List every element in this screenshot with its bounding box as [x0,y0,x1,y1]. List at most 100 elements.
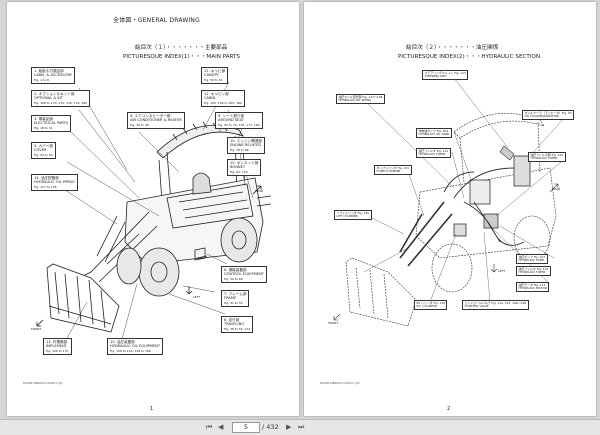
box-en-label: COVER [34,148,47,153]
box-fig-ref: Fig. 1 to 8 [34,77,49,82]
control-equipment-box[interactable]: 6. 操縦装置部 CONTROL EQUIPMENT Fig. 50 to 66 [221,266,267,284]
electrical-parts-box[interactable]: 3. 電装品部 ELECTRICAL PARTS Fig. 18 to 31 [31,115,72,133]
box-en-label: P.S. CYLINDER [416,303,437,308]
box-en-label: HYDRAULIC FILTER [418,151,446,156]
page-number: 1 [150,406,154,412]
box-jp-label: 油圧モータ Fig. 111 [518,282,546,287]
box-jp-label: ステアリングユニット Fig. 113 [424,70,466,75]
box-en-label: HYDRAULIC OIL TANK [418,131,450,136]
label-accessory-box[interactable]: 1. 銘板＆付属品部 LABEL & ACCESSORY Fig. 1 to 8 [31,67,75,85]
box-jp-label: 油圧フィルタ部 Fig. 123 [530,152,564,157]
box-en-label: HYDRAULIC OIL PIPING [34,180,75,185]
dump-cylinder-box[interactable]: ダンプシリンダ Fig. 131 DUMP CYLINDER [374,165,412,175]
index-title-jp: 絵目次（１）・・・・・・・主要部品 [135,45,228,51]
left-label: LEFT [498,269,506,273]
hydraulic-section-drawing [333,77,567,327]
ps-cylinder-box[interactable]: PS シリンダ Fig. 110 P.S. CYLINDER [414,300,448,310]
left-label: LEFT [193,295,201,299]
rear-label: REAR [255,189,264,193]
box-jp-label: リフトシリンダ Fig. 130 [336,210,370,215]
box-jp-label: コントロールバルブ Fig. 114, 115, 146〜148 [464,300,527,305]
box-en-label: BONNET [230,165,246,170]
lift-cylinder-box[interactable]: リフトシリンダ Fig. 130 LIFT CYLINDER [334,210,372,220]
hydraulic-filter-box-3[interactable]: 油圧フィルタ Fig. 115 HYDRAULIC FILTER [516,266,551,276]
page-title: 全体図・GENERAL DRAWING [113,17,200,24]
box-jp-label: 油圧ポンプ Fig. 107 [518,254,546,259]
box-en-label: HYDRAULIC OIL EQUIPMENT [110,344,161,349]
optional-kit-box[interactable]: 2. オプション＆キット部 OPTIONAL & KIT Fig. 168 to… [31,90,91,108]
box-en-label: HYDRAULIC MOTOR [518,285,547,290]
hydraulic-oil-piping-box[interactable]: 14. 油圧配管部 HYDRAULIC OIL PIPING Fig. 117 … [31,174,78,192]
box-jp-label: 4. エアコン＆ヒーター部 [130,114,171,118]
bonnet-box[interactable]: 15. ボンネット部 BONNET Fig. 92, 103 [227,159,262,177]
total-pages-label: / 432 [262,423,279,431]
box-en-label: LIFT CYLINDER [336,213,358,218]
index-title-en: PICTURESQUE INDEX(2)・・・HYDRAULIC SECTION [398,54,541,60]
box-en-label: DUMP CYLINDER [376,168,401,173]
box-fig-ref: Fig. 31 to 55 [224,300,243,305]
doc-code: D0000-MBK000 LX002-V (JP) [320,381,360,385]
box-fig-ref: Fig. 50 to 66 [224,276,243,281]
box-jp-label: 7. フレーム部 [224,292,247,296]
box-jp-label: 1. 銘板＆付属品部 [34,69,64,73]
box-jp-label: 9. シート廻り部 [218,114,245,118]
box-en-label: STEERING UNIT [424,73,447,78]
box-jp-label: 油圧フィルタ Fig. 112 [418,148,449,153]
box-en-label: CONTROL VALVE [464,303,489,308]
hydraulic-pump-box[interactable]: 油圧ポンプ Fig. 107 HYDRAULIC PUMP [516,254,548,264]
box-jp-label: 10. エンジン関連部 [230,139,263,143]
page-number: 2 [447,406,451,412]
box-jp-label: 3. 電装品部 [34,117,53,121]
hydraulic-filter-box-2[interactable]: 油圧フィルタ部 Fig. 123 HYDRAULIC FILTER [528,152,566,162]
box-fig-ref: Fig. 106 to 116, 148 to 166 [110,348,151,353]
box-en-label: AIR CONDITIONER & HEATER [130,118,182,123]
box-en-label: ENGINE RELATED [230,143,262,148]
box-jp-label: オイルクーラ（ラジエータ）Fig. 53 [524,110,572,115]
box-en-label: TRAVELING [224,322,245,327]
cabin-box[interactable]: 12. キャビン部 CABIN Fig. 105, 109 to 165, 18… [201,90,245,108]
doc-code: D0000-MBK000 LX002-V (JP) [23,381,63,385]
hydraulic-oil-piping-box[interactable]: 油圧オイル配管部 Fig. 117〜128 HYDRAULIC OIL PIPI… [336,94,385,104]
box-fig-ref: Fig. 105, 109 to 165, 180 [204,100,242,105]
box-en-label: CONTROL EQUIPMENT [224,272,264,277]
around-seat-box[interactable]: 9. シート廻り部 AROUND SEAT Fig. 65 to 70, 176… [215,112,263,130]
document-page-2: 絵目次（２）・・・・・・・油圧関係 PICTURESQUE INDEX(2)・・… [304,2,596,416]
box-en-label: AROUND SEAT [218,118,244,123]
box-en-label: CANOPY [204,73,219,78]
box-en-label: HYDRAULIC FILTER [518,269,546,274]
index-title-en: PICTURESQUE INDEX(1)・・・MAIN PARTS [123,54,240,60]
hydraulic-oil-equipment-box[interactable]: 13. 油圧装置部 HYDRAULIC OIL EQUIPMENT Fig. 1… [107,338,164,356]
engine-related-box[interactable]: 10. エンジン関連部 ENGINE RELATED Fig. 78 to 86 [227,137,266,155]
cover-box[interactable]: 5. カバー部 COVER Fig. 52 to 54 [31,142,56,160]
control-valve-box[interactable]: コントロールバルブ Fig. 114, 115, 146〜148 CONTROL… [462,300,529,310]
hydraulic-filter-box-1[interactable]: 油圧フィルタ Fig. 112 HYDRAULIC FILTER [416,148,451,158]
box-fig-ref: Fig. 55 to 61 [204,77,223,82]
box-jp-label: 12. キャビン部 [204,92,229,96]
box-fig-ref: Fig. 78 to 86 [230,147,249,152]
next-page-icon[interactable]: ▶ [286,423,292,431]
frame-box[interactable]: 7. フレーム部 FRAME Fig. 31 to 55 [221,290,250,308]
prev-page-icon[interactable]: ◀ [218,423,224,431]
box-jp-label: ダンプシリンダ Fig. 131 [376,165,410,170]
oil-cooler-box[interactable]: オイルクーラ（ラジエータ）Fig. 53 OIL COOLER(RADIATOR… [522,110,575,120]
traveling-box[interactable]: 8. 走行部 TRAVELING Fig. 48 to 54, 174 [221,316,254,334]
hydraulic-oil-tank-box[interactable]: 作動油タンク Fig. 109 HYDRAULIC OIL TANK [416,128,452,138]
box-fig-ref: Fig. 168 to 170, 175, 176, 179, 180 [34,100,88,105]
rear-label: REAR [552,187,561,191]
front-label: FRONT [31,327,42,331]
last-page-icon[interactable]: ⏭ [298,423,305,431]
box-en-label: LABEL & ACCESSORY [34,73,72,78]
implement-box[interactable]: 13. 作業機部 IMPLEMENT Fig. 126 to 137 [43,338,72,356]
steering-unit-box[interactable]: ステアリングユニット Fig. 113 STEERING UNIT [422,70,469,80]
box-en-label: CABIN [204,96,216,101]
hydraulic-motor-box[interactable]: 油圧モータ Fig. 111 HYDRAULIC MOTOR [516,282,550,292]
canopy-box[interactable]: 11. キャビ部 CANOPY Fig. 55 to 61 [201,67,229,85]
box-fig-ref: Fig. 39 to 45 [130,122,149,127]
first-page-icon[interactable]: ⏮ [206,423,213,431]
pdf-navigation-toolbar: ⏮ ◀ 5 / 432 ▶ ⏭ [0,419,600,435]
box-en-label: OPTIONAL & KIT [34,96,63,101]
air-conditioner-box[interactable]: 4. エアコン＆ヒーター部 AIR CONDITIONER & HEATER F… [127,112,185,130]
box-fig-ref: Fig. 52 to 54 [34,152,53,157]
box-jp-label: 5. カバー部 [34,144,53,148]
page-number-input[interactable]: 5 [232,422,260,433]
